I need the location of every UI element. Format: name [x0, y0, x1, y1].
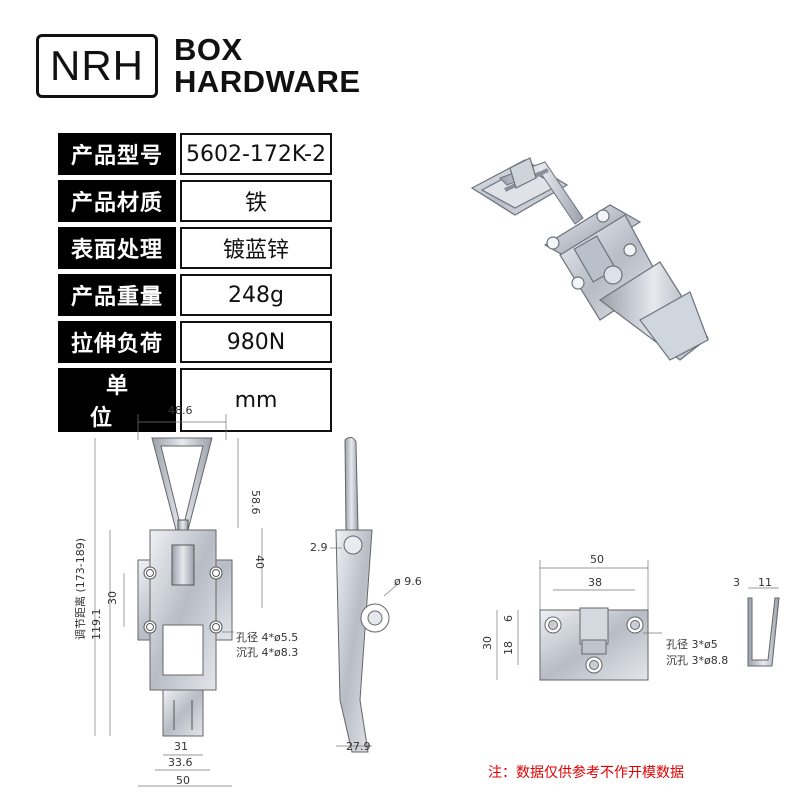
dim-catch-18: 18 — [502, 641, 515, 655]
side-view-drawing — [335, 436, 390, 753]
brand-name: BOX HARDWARE — [174, 34, 361, 98]
front-view-dimensions — [94, 414, 263, 787]
hole-note-2: 沉孔 4*ø8.3 — [236, 646, 298, 659]
footer-disclaimer: 注：数据仅供参考不作开模数据 — [488, 765, 684, 781]
catch-hole-note-1: 孔径 3*ø5 — [666, 638, 718, 651]
dim-thickness: 2.9 — [310, 541, 328, 554]
brand-line-1: BOX — [174, 32, 243, 67]
spec-row: 单位 mm — [58, 368, 332, 432]
spec-value: 铁 — [180, 180, 332, 222]
catch-plate-dimensions — [496, 560, 662, 680]
spec-value: 980N — [180, 321, 332, 363]
dim-base-length: 119.1 — [90, 609, 103, 641]
dim-catch-6: 6 — [502, 615, 515, 622]
dim-side-11: 11 — [758, 576, 772, 589]
spec-key: 单位 — [58, 368, 176, 432]
brand-logo-text: NRH — [50, 42, 144, 89]
dim-width-a: 31 — [174, 740, 188, 753]
dim-depth: 27.9 — [346, 740, 371, 753]
catch-plate-drawing — [539, 607, 649, 681]
dim-top-width: 48.6 — [168, 404, 193, 417]
front-view-labels: 48.6 58.6 40 30 调节距离 (173-189) 119.1 31 … — [73, 404, 298, 787]
dim-width-c: 50 — [176, 774, 190, 787]
dim-catch-hole-spacing: 38 — [588, 576, 602, 589]
spec-value: 镀蓝锌 — [180, 227, 332, 269]
dim-width-b: 33.6 — [168, 756, 193, 769]
spec-value: 248g — [180, 274, 332, 316]
hole-note-1: 孔径 4*ø5.5 — [236, 631, 298, 644]
spec-key: 产品重量 — [58, 274, 176, 316]
spec-row: 拉伸负荷 980N — [58, 321, 332, 363]
dim-side-3: 3 — [733, 576, 740, 589]
catch-hole-note-2: 沉孔 3*ø8.8 — [666, 654, 728, 667]
spec-key: 产品型号 — [58, 133, 176, 175]
brand-line-2: HARDWARE — [174, 64, 361, 99]
spec-value: 5602-172K-2 — [180, 133, 332, 175]
dim-body-height: 40 — [253, 555, 266, 569]
spec-key: 拉伸负荷 — [58, 321, 176, 363]
spec-key: 表面处理 — [58, 227, 176, 269]
dim-handle-height: 58.6 — [249, 490, 262, 515]
spec-row: 表面处理 镀蓝锌 — [58, 227, 332, 269]
product-render-image — [470, 157, 709, 361]
spec-value: mm — [180, 368, 332, 432]
dim-pivot-dia: ø 9.6 — [394, 575, 422, 588]
side-view-dimensions — [330, 547, 399, 747]
dim-catch-height: 30 — [481, 636, 494, 650]
front-view-drawing — [137, 437, 233, 737]
dim-adjust-range: 调节距离 (173-189) — [73, 538, 87, 640]
dim-catch-width: 50 — [590, 553, 604, 566]
brand-logo: NRH — [36, 34, 158, 98]
spec-table: 产品型号 5602-172K-2 产品材质 铁 表面处理 镀蓝锌 产品重量 24… — [58, 128, 332, 437]
catch-side-profile — [747, 587, 780, 667]
spec-row: 产品型号 5602-172K-2 — [58, 133, 332, 175]
spec-row: 产品重量 248g — [58, 274, 332, 316]
dim-hole-spacing: 30 — [106, 591, 119, 605]
spec-key: 产品材质 — [58, 180, 176, 222]
spec-row: 产品材质 铁 — [58, 180, 332, 222]
